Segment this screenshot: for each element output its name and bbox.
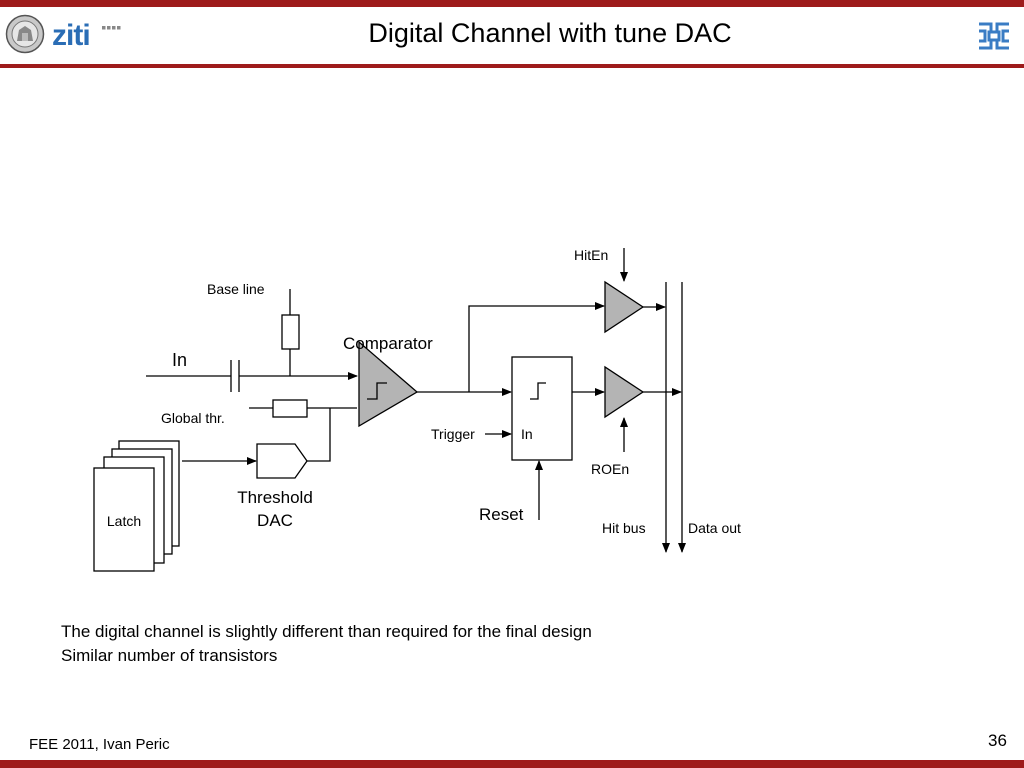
global-threshold-resistor (272, 399, 308, 418)
threshold-dac (256, 443, 308, 479)
bottom-bar (0, 760, 1024, 768)
hiten-label: HitEn (574, 247, 608, 263)
comparator (358, 340, 419, 428)
ziti-logo: ziti (52, 18, 122, 55)
roen-label: ROEn (591, 461, 629, 477)
latch-in-label: In (521, 426, 533, 442)
university-seal-icon (5, 14, 45, 54)
base-line-label: Base line (207, 281, 265, 297)
input-label: In (172, 350, 187, 370)
latch-stack (93, 440, 180, 572)
latch-label: Latch (107, 513, 141, 529)
note-line-1: The digital channel is slightly differen… (61, 622, 592, 641)
coupling-capacitor (230, 360, 240, 392)
global-thr-label: Global thr. (161, 410, 225, 426)
reset-label: Reset (479, 505, 524, 524)
institute-logo-icon (979, 22, 1009, 50)
footer-text: FEE 2011, Ivan Peric (29, 736, 170, 753)
hit-bus-label: Hit bus (602, 520, 646, 536)
data-out-label: Data out (688, 520, 741, 536)
latch-step-icon (530, 382, 546, 400)
trigger-label: Trigger (431, 426, 475, 442)
dac-label: DAC (257, 511, 293, 530)
readout-buffer (604, 365, 645, 419)
baseline-resistor (281, 314, 300, 350)
page-number: 36 (988, 731, 1007, 750)
page-title: Digital Channel with tune DAC (368, 18, 732, 48)
comparator-label: Comparator (343, 334, 433, 353)
note-line-2: Similar number of transistors (61, 646, 278, 665)
ziti-logo-text: ziti (52, 19, 90, 50)
comparator-step-icon (367, 382, 387, 400)
top-bar (0, 0, 1024, 7)
latch-block (511, 356, 573, 461)
threshold-label: Threshold (237, 488, 313, 507)
header-rule (0, 64, 1024, 68)
hit-buffer (604, 280, 645, 334)
